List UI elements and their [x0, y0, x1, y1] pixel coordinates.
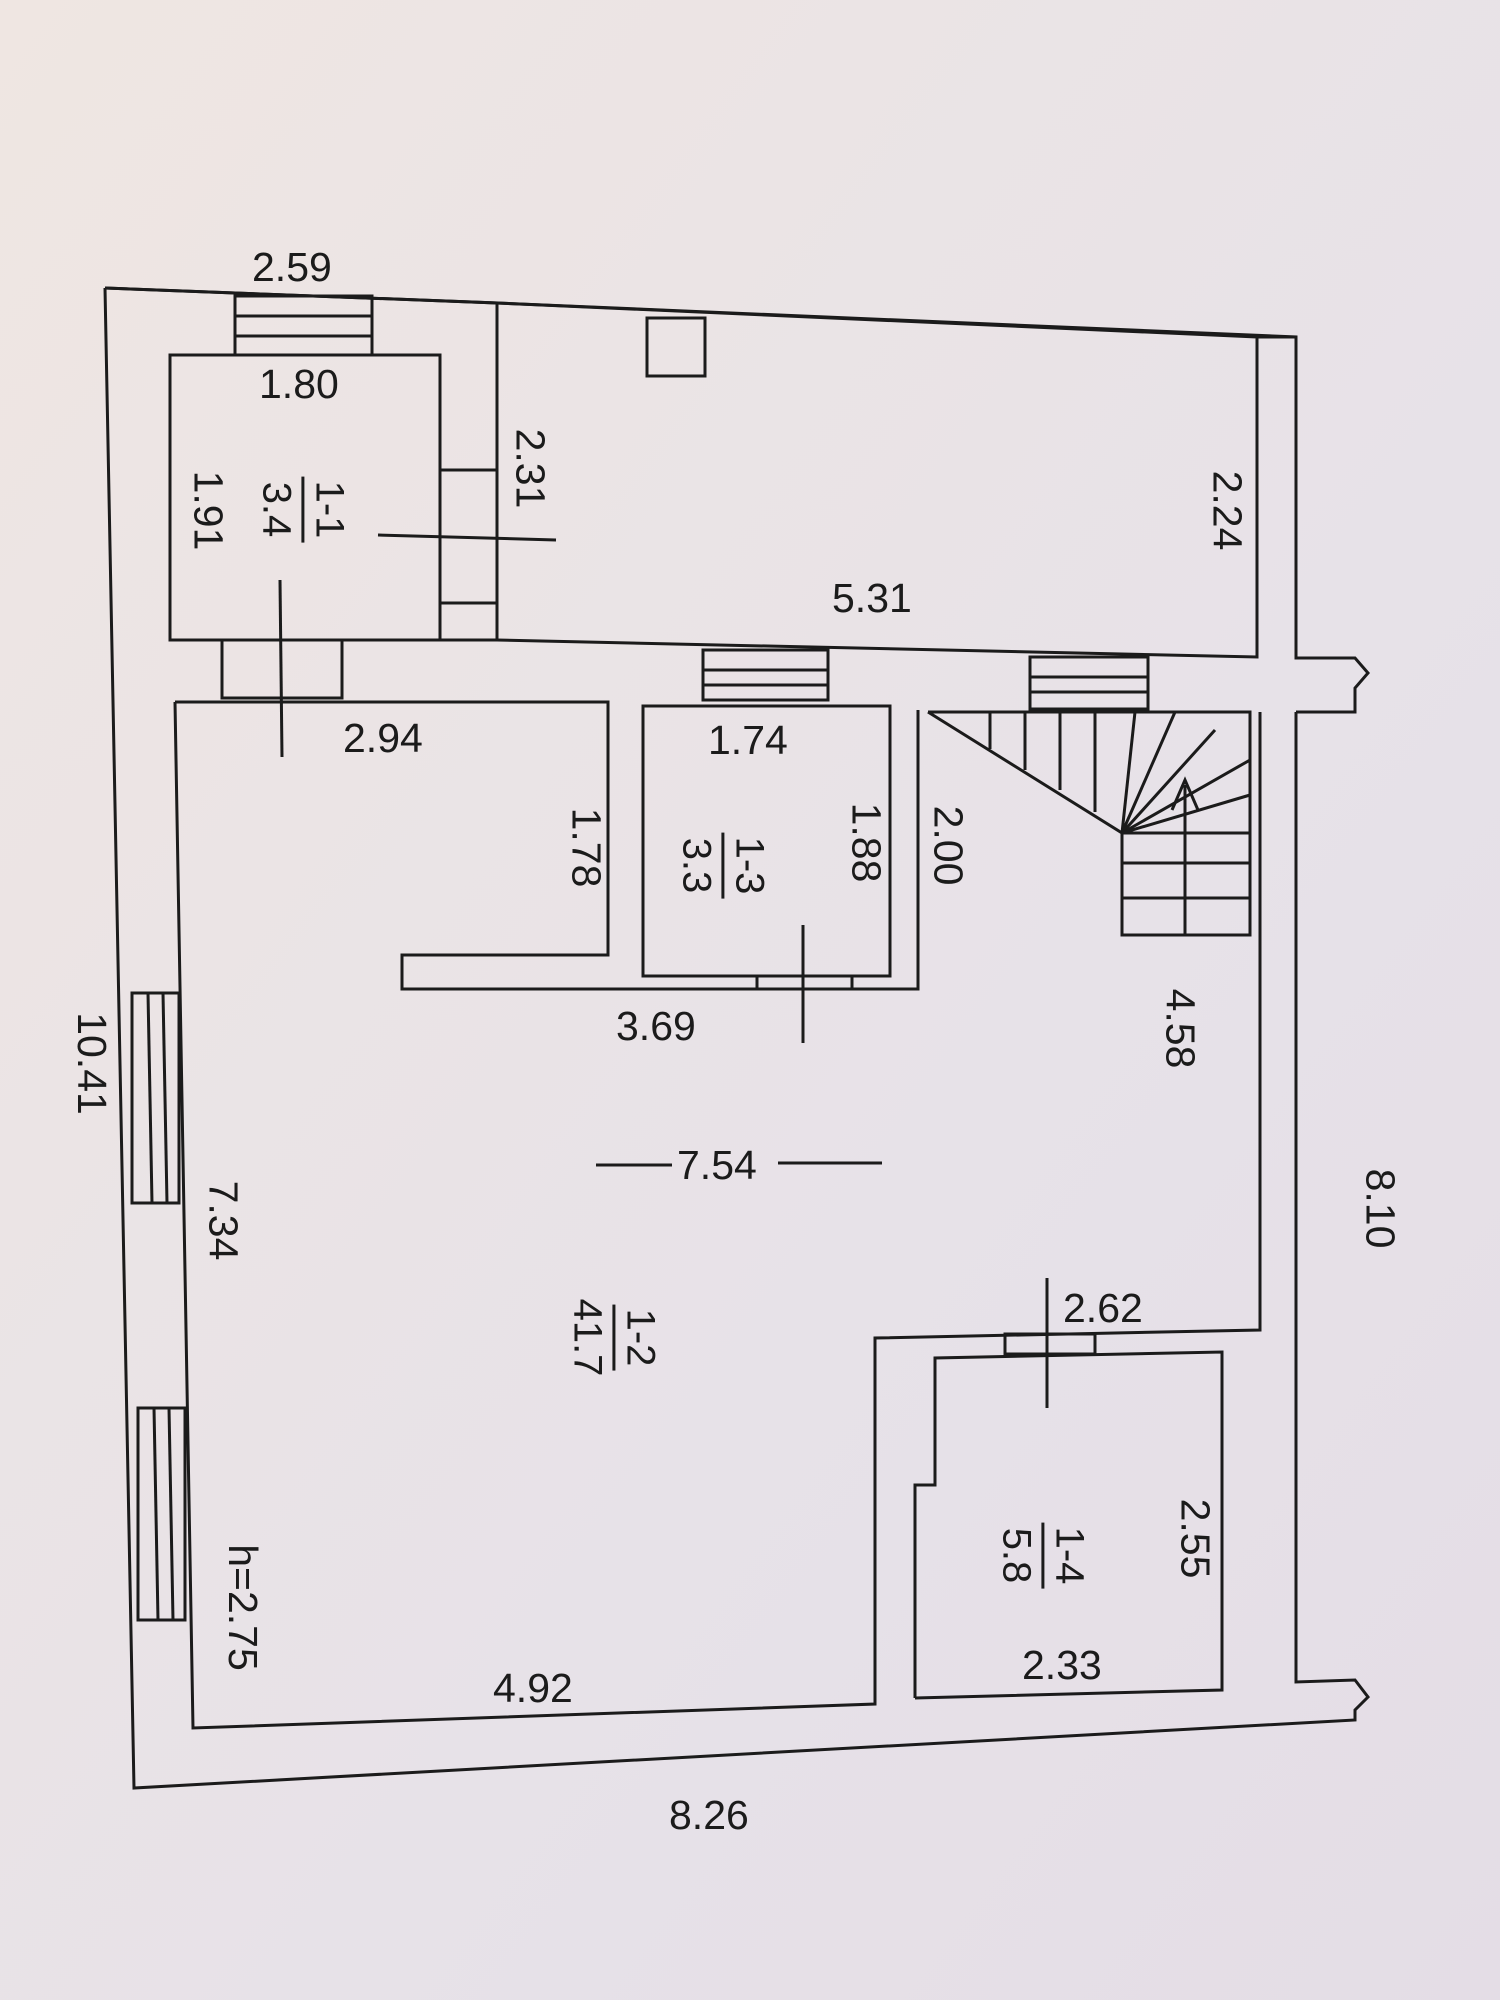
dim-overall-top: 2.59	[252, 244, 332, 290]
room-1-1-area: 3.4	[254, 481, 299, 538]
dim-2-94: 2.94	[343, 715, 423, 761]
dim-2-33: 2.33	[1022, 1642, 1102, 1688]
dim-1-78: 1.78	[563, 807, 610, 888]
dim-1-74: 1.74	[708, 717, 788, 763]
room-1-4-area: 5.8	[994, 1527, 1039, 1584]
room-1-3-number: 1-3	[721, 832, 771, 899]
dim-overall-right: 8.10	[1357, 1168, 1404, 1249]
dim-1-88: 1.88	[843, 802, 890, 883]
top-room-walls	[496, 301, 1259, 659]
dim-5-31: 5.31	[832, 575, 912, 621]
dim-7-34: 7.34	[200, 1180, 247, 1261]
top-room-niche	[645, 316, 707, 378]
window-1-3-top	[701, 648, 830, 702]
dim-4-58: 4.58	[1157, 988, 1204, 1069]
door-1-4	[1003, 1332, 1097, 1356]
dim-overall-bottom: 8.26	[669, 1792, 749, 1838]
dim-3-69: 3.69	[616, 1003, 696, 1049]
room-1-3-area: 3.3	[674, 837, 719, 894]
room-1-3-label: 1-3 3.3	[674, 832, 771, 899]
dim-2-62: 2.62	[1063, 1285, 1143, 1331]
dim-7-54: 7.54	[677, 1142, 757, 1188]
section-cut-1	[278, 579, 284, 758]
room-1-4-label: 1-4 5.8	[994, 1522, 1091, 1589]
window-left-upper	[130, 991, 181, 1205]
dim-2-55: 2.55	[1172, 1498, 1219, 1579]
dim-2-00: 2.00	[925, 805, 972, 886]
dim-ceiling-height: h=2.75	[219, 1544, 266, 1671]
dim-2-24: 2.24	[1204, 470, 1251, 551]
room-1-4-walls	[913, 1350, 1224, 1700]
room-1-2-number: 1-2	[612, 1304, 662, 1371]
staircase	[927, 710, 1252, 937]
section-cut-2	[377, 533, 557, 542]
room-1-3-partition	[608, 710, 920, 991]
room-1-2-area: 41.7	[565, 1298, 610, 1377]
window-top-1-1	[233, 294, 374, 357]
dim-1-80: 1.80	[259, 361, 339, 407]
room-1-2-label: 1-2 41.7	[565, 1298, 662, 1377]
dim-1-91: 1.91	[185, 470, 232, 551]
dim-2-31: 2.31	[507, 428, 554, 509]
dim-4-92: 4.92	[493, 1665, 573, 1711]
dim-overall-left: 10.41	[68, 1012, 115, 1115]
room-1-4-number: 1-4	[1041, 1522, 1091, 1589]
room-1-1-number: 1-1	[301, 476, 351, 543]
room-1-1-label: 1-1 3.4	[254, 476, 351, 543]
window-stair-top	[1028, 655, 1150, 711]
room-1-2-upper-block	[175, 700, 610, 991]
window-left-lower	[136, 1406, 187, 1622]
outer-wall-outline-right	[103, 287, 1370, 1790]
